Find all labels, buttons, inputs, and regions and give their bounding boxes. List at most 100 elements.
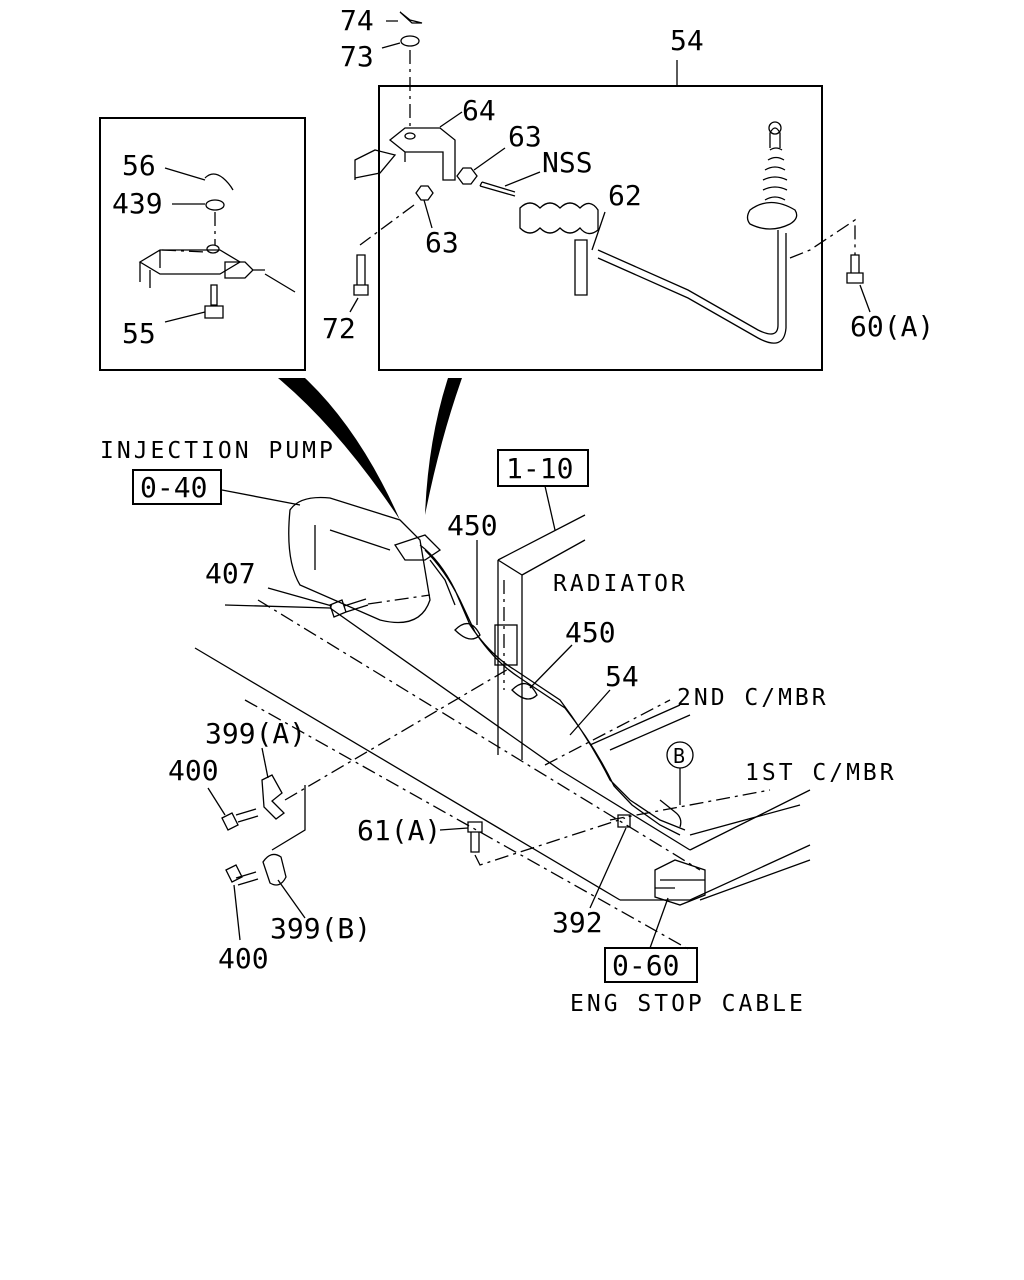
link-399a-399b	[271, 785, 306, 851]
left-detail-inset: 56 439 55	[99, 117, 306, 371]
label-part-450-upper: 450	[447, 509, 498, 542]
label-part-73: 73	[340, 40, 374, 73]
cable-boot	[519, 202, 599, 235]
leader-56	[164, 167, 206, 181]
bracket-64-hole	[404, 132, 416, 140]
dash-60a	[789, 218, 856, 259]
label-part-399b: 399(B)	[270, 912, 371, 945]
bolt-407-shape	[329, 598, 369, 618]
left-inset-frame	[99, 117, 306, 371]
stop-cable-route	[419, 544, 686, 836]
crossmember-2nd-dash	[544, 699, 671, 766]
dash-61a	[474, 817, 626, 866]
leader-nss	[504, 171, 541, 187]
label-part-55: 55	[122, 317, 156, 350]
label-part-400-lower: 400	[218, 942, 269, 975]
clamp-450-upper	[454, 623, 481, 640]
leader-72	[349, 297, 359, 313]
label-part-63-top: 63	[508, 120, 542, 153]
dash-left-inset	[161, 249, 206, 253]
dash-bolt-72	[359, 204, 415, 246]
pin-56-shape	[204, 173, 234, 191]
label-part-72: 72	[322, 312, 356, 345]
leader-64	[439, 111, 463, 128]
washer-73-shape	[400, 35, 420, 47]
clamp-450-lower	[511, 683, 538, 700]
leader-450-lower	[529, 644, 573, 689]
eng-stop-housing	[654, 859, 706, 906]
leader-400-lower	[233, 884, 241, 941]
part-392-shape	[617, 814, 631, 828]
washer-439-shape	[205, 199, 225, 211]
frame-rail-side	[620, 789, 811, 901]
ref-box-injection-pump	[132, 469, 222, 505]
cable-end-injection	[393, 534, 456, 606]
cable-body	[597, 230, 787, 344]
label-part-60a: 60(A)	[850, 310, 934, 343]
label-injection-pump: INJECTION PUMP	[100, 438, 336, 464]
bolt-72-shape	[353, 254, 369, 296]
handle-plate	[746, 201, 798, 230]
label-part-54-main: 54	[605, 660, 639, 693]
label-marker-b: B	[673, 744, 685, 768]
bracket-hole	[206, 244, 220, 254]
clip-399a-shape	[261, 774, 285, 820]
clip-74-shape	[386, 11, 423, 24]
leader-392	[589, 827, 627, 909]
cable-end-left-inset	[224, 261, 296, 293]
leader-63-top	[473, 147, 506, 171]
leader-55	[164, 311, 206, 323]
label-part-392: 392	[552, 906, 603, 939]
label-part-399a: 399(A)	[205, 717, 306, 750]
right-detail-inset: 74 73 54 64 63 NSS 62 63 72 60(A)	[322, 4, 934, 371]
label-part-64: 64	[462, 94, 496, 127]
label-part-407: 407	[205, 557, 256, 590]
dash-399a	[284, 667, 511, 801]
label-part-450-lower: 450	[565, 616, 616, 649]
label-part-400-upper: 400	[168, 754, 219, 787]
leader-399b	[277, 879, 306, 919]
label-part-56: 56	[122, 149, 156, 182]
leader-407	[267, 587, 333, 607]
cable-bracket-62	[574, 239, 588, 296]
ref-injection-pump: 0-40	[140, 471, 207, 504]
frame-rail-lower	[194, 647, 621, 901]
leader-radiator-ref	[544, 485, 556, 531]
crossmember-1st	[689, 804, 811, 901]
nss-screw-shape	[479, 181, 516, 197]
label-part-62: 62	[608, 179, 642, 212]
label-2nd-crossmember: 2ND C/MBR	[677, 685, 829, 711]
leader-62	[591, 211, 606, 251]
bolt-61a-shape	[467, 821, 483, 853]
label-eng-stop-cable: ENG STOP CABLE	[570, 991, 806, 1017]
leader-61a	[439, 827, 469, 831]
frame-rail-top-dash	[257, 599, 701, 871]
ref-box-radiator	[497, 449, 589, 487]
label-part-63-bottom: 63	[425, 226, 459, 259]
nut-63-top-shape	[456, 167, 478, 185]
main-view: INJECTION PUMP 0-40 1-10 RADIATOR 450 45…	[100, 438, 894, 1017]
bolt-60a-shape	[846, 254, 864, 284]
bolt-400-lower-shape	[225, 864, 259, 886]
label-part-61a: 61(A)	[357, 814, 441, 847]
handle-top	[769, 127, 781, 148]
leader-injection-pump	[221, 489, 301, 506]
injection-pump-body	[288, 496, 431, 624]
radiator-bracket	[494, 624, 518, 666]
leader-60a	[859, 284, 871, 313]
crossmember-2nd	[589, 704, 691, 751]
cable-b-connector	[659, 799, 682, 828]
nut-63-bottom-shape	[415, 185, 434, 201]
frame-rail-upper	[224, 604, 691, 851]
label-part-439: 439	[112, 187, 163, 220]
callout-wedge-right	[425, 378, 462, 515]
label-part-74: 74	[340, 4, 374, 37]
ref-radiator: 1-10	[506, 452, 573, 485]
leader-399a	[261, 747, 269, 779]
handle-ring	[768, 121, 782, 135]
crossmember-1st-dash	[609, 789, 771, 821]
handle-spring	[762, 147, 788, 201]
leader-54-main	[569, 689, 611, 736]
label-part-54-inset: 54	[670, 24, 704, 57]
